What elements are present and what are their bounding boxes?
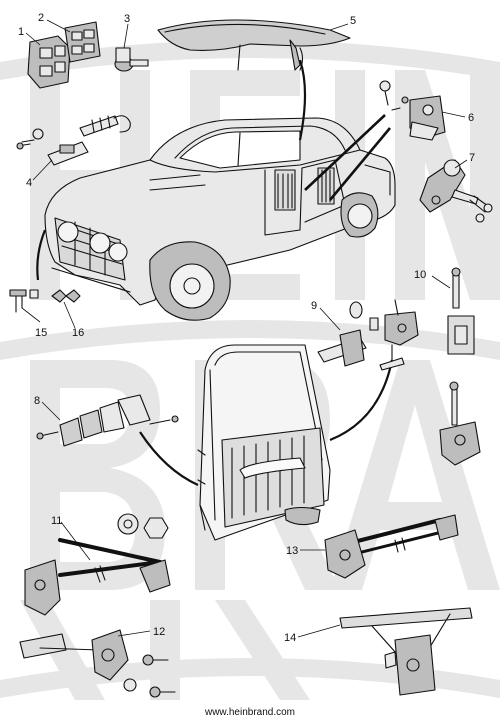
callout-7: 7 xyxy=(469,152,475,164)
footer-url: www.heinbrand.com xyxy=(204,707,296,718)
part-9-lock-mechanism xyxy=(317,299,419,371)
callout-11: 11 xyxy=(51,515,62,527)
pointer-part-9-to-door xyxy=(329,359,394,442)
callout-9: 9 xyxy=(311,300,317,312)
part-10-striker-plate xyxy=(447,267,475,355)
pointer-lock-to-car-a xyxy=(304,114,386,191)
part-6-door-lock-bracket xyxy=(379,80,446,141)
car-body-illustration xyxy=(44,117,396,321)
part-5-roof-seal xyxy=(157,19,351,71)
pointer-lock-to-car-b xyxy=(329,127,391,201)
part-2-hinge-plate xyxy=(64,21,101,63)
callout-13: 13 xyxy=(286,545,298,557)
callout-6: 6 xyxy=(468,112,474,124)
part-13-window-regulator xyxy=(324,514,459,579)
callout-1: 1 xyxy=(18,26,24,38)
part-10-striker-lower xyxy=(439,381,481,466)
callout-leader-lines xyxy=(21,19,468,638)
part-14-regulator-with-rail xyxy=(339,607,473,696)
callout-12: 12 xyxy=(153,626,165,638)
callout-10: 10 xyxy=(414,269,426,281)
callout-labels: 1 2 3 4 5 6 7 8 9 10 11 12 13 14 15 16 xyxy=(18,12,475,644)
door-assembly-illustration xyxy=(197,344,331,541)
part-1-hinge xyxy=(27,35,71,89)
part-12-window-winder xyxy=(19,629,176,698)
part-3-lock-cylinder xyxy=(114,47,149,72)
part-16-clip xyxy=(51,289,81,303)
part-11-window-regulator xyxy=(24,513,171,616)
part-8-hinge-set xyxy=(36,394,179,447)
part-7-lock-and-keys xyxy=(419,159,493,223)
part-4-handle-assembly xyxy=(16,115,131,166)
callout-5: 5 xyxy=(350,15,356,27)
callout-4: 4 xyxy=(26,177,32,189)
callout-8: 8 xyxy=(34,395,40,407)
callout-16: 16 xyxy=(72,327,84,339)
callout-14: 14 xyxy=(284,632,296,644)
callout-15: 15 xyxy=(35,327,47,339)
callout-3: 3 xyxy=(124,13,130,25)
part-15-clip xyxy=(9,289,39,313)
callout-2: 2 xyxy=(38,12,44,24)
pointer-emblem xyxy=(36,229,47,281)
pointer-part-8-to-door xyxy=(139,431,199,487)
